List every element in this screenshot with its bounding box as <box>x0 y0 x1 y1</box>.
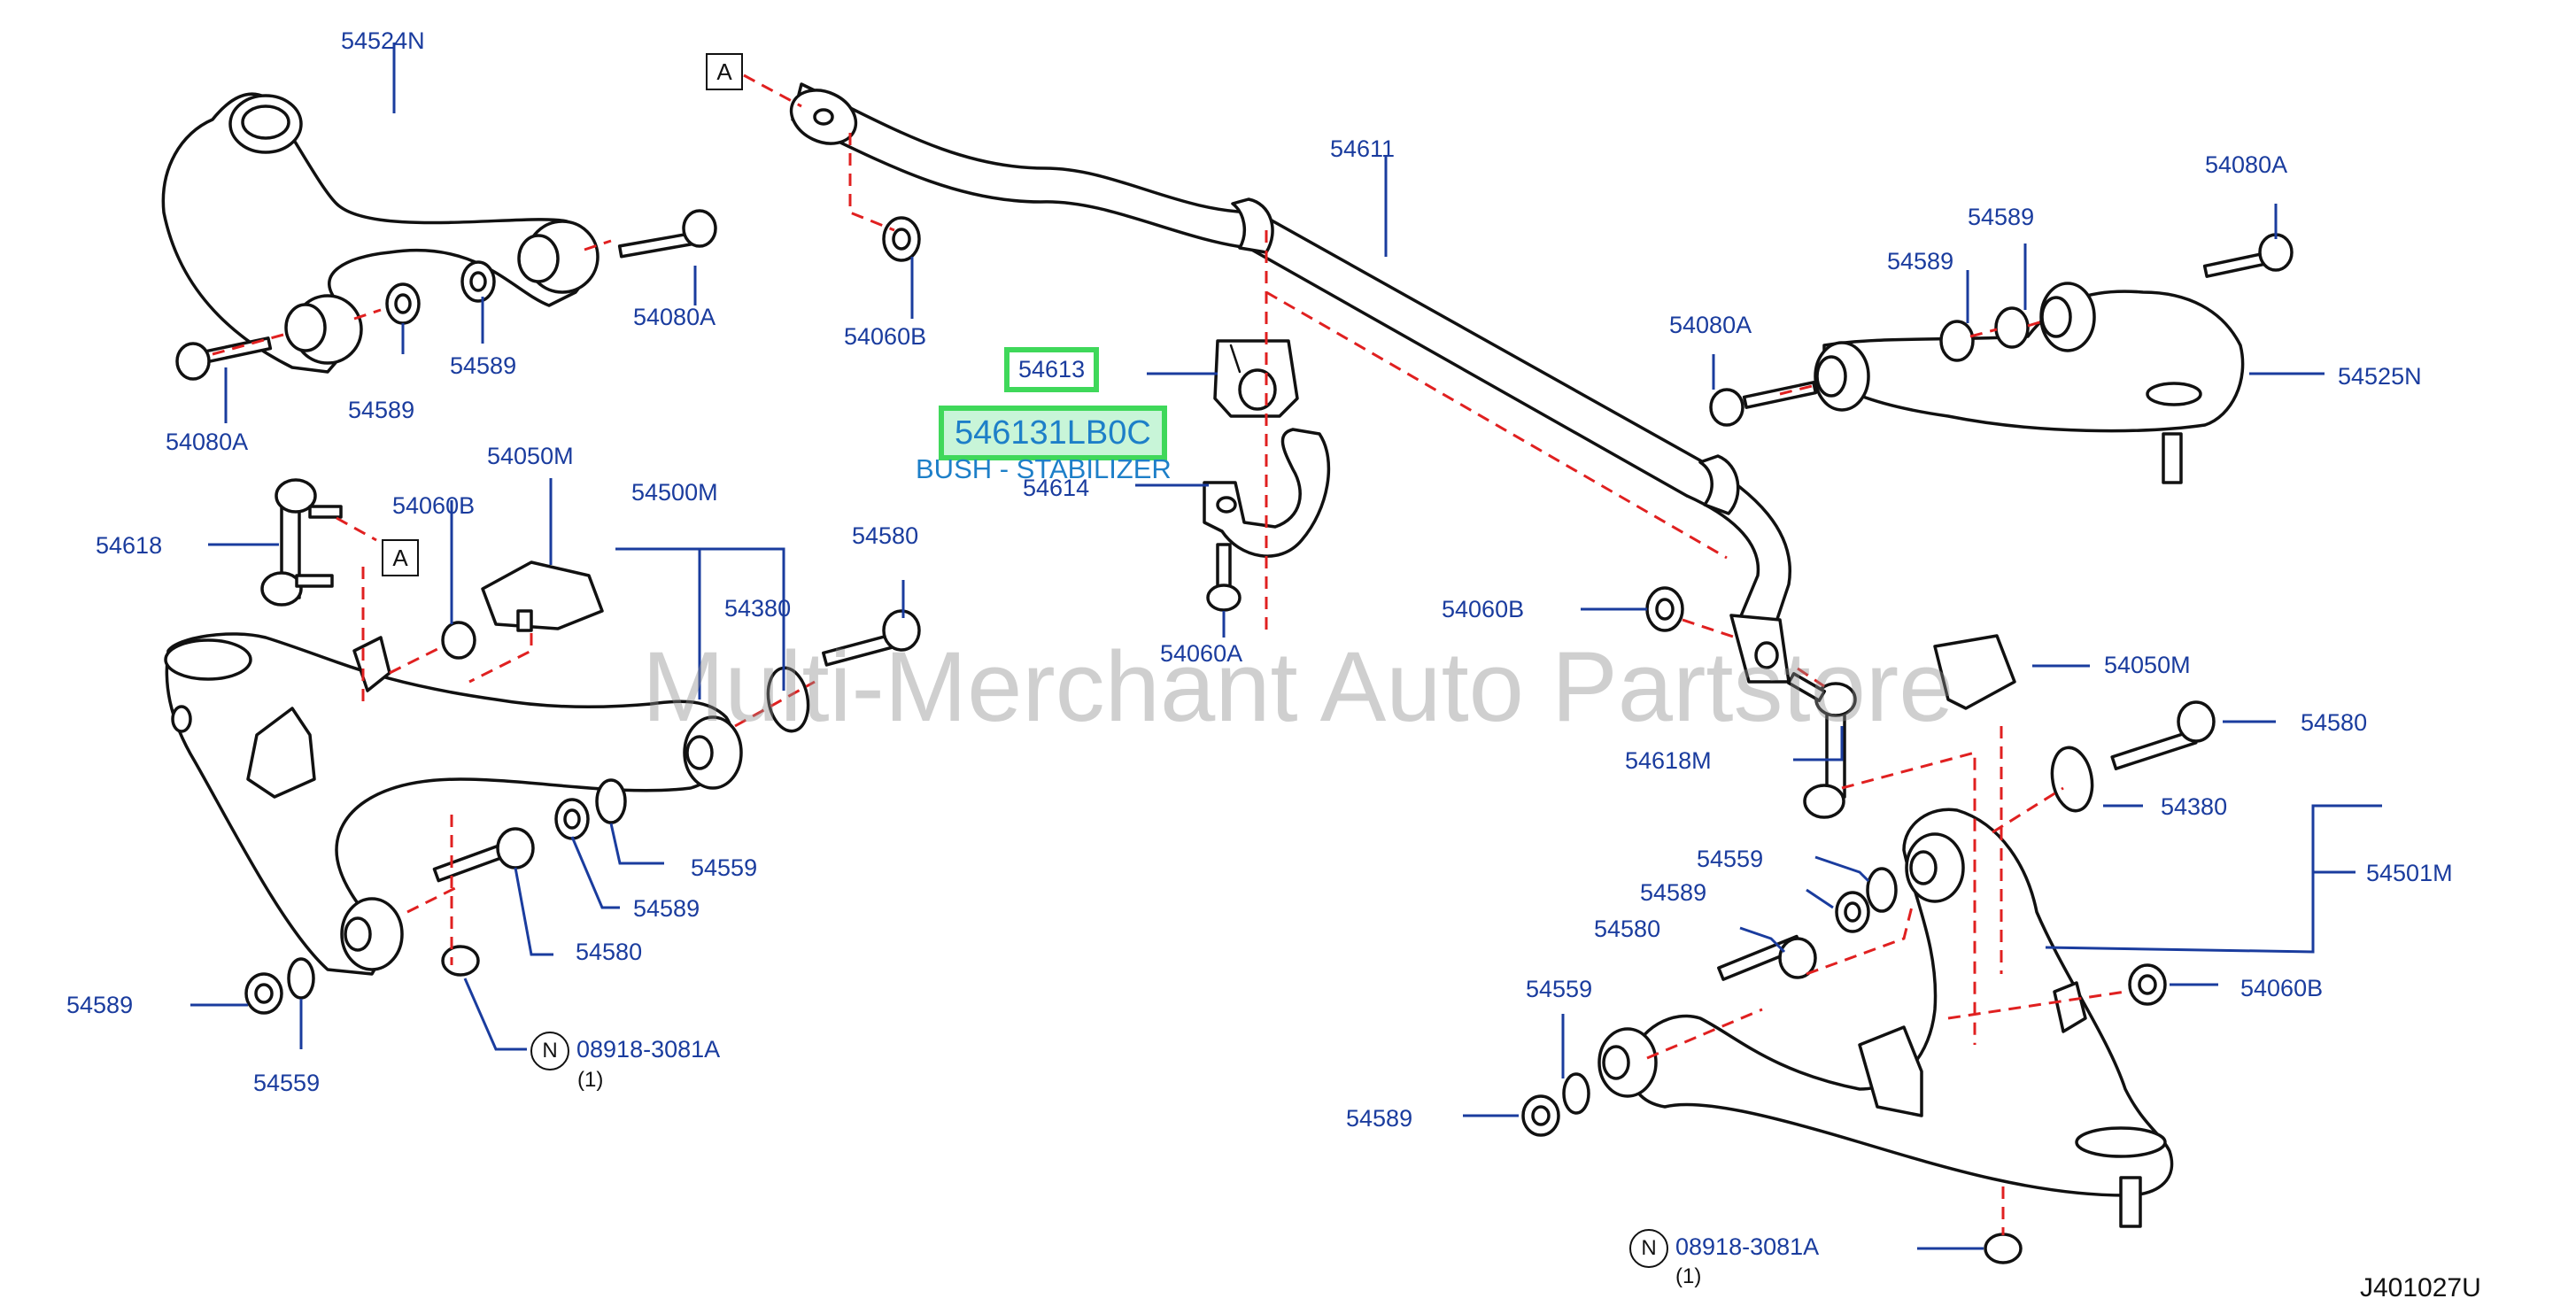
upper-left-hardware <box>175 209 717 381</box>
highlight-part-number[interactable]: 546131LB0C <box>939 406 1167 460</box>
label-54589-upper-right-b[interactable]: 54589 <box>1887 248 1954 274</box>
nut-54060B-mid <box>1645 586 1684 632</box>
stabilizer-end-bracket <box>1729 614 1791 684</box>
stabilizer-bar[interactable] <box>783 81 1791 639</box>
label-54500M[interactable]: 54500M <box>631 479 718 506</box>
label-08918-3081A-right[interactable]: 08918-3081A <box>1675 1233 1820 1260</box>
label-54060B-right[interactable]: 54060B <box>2240 975 2324 1001</box>
label-54614[interactable]: 54614 <box>1023 475 1090 501</box>
n-circle-icon-right: N <box>1629 1229 1668 1268</box>
label-54060B-left[interactable]: 54060B <box>392 492 476 519</box>
label-54524N[interactable]: 54524N <box>341 27 425 54</box>
label-54589-right-bottom[interactable]: 54589 <box>1346 1105 1413 1132</box>
highlight-label-54613[interactable]: 54613 <box>1004 347 1100 392</box>
n-circle-icon-left: N <box>530 1032 569 1071</box>
label-54580-right-mid[interactable]: 54580 <box>1594 916 1661 942</box>
diagram-code: J401027U <box>2360 1273 2481 1302</box>
label-54501M[interactable]: 54501M <box>2366 860 2453 886</box>
label-54580-left-bottom[interactable]: 54580 <box>576 939 643 965</box>
label-54080A-upper-right-top[interactable]: 54080A <box>2205 151 2288 178</box>
leader-lines <box>190 43 2382 1250</box>
label-54559-left-bottom[interactable]: 54559 <box>253 1070 321 1096</box>
label-54050M-left[interactable]: 54050M <box>487 443 574 469</box>
lower-link-left[interactable] <box>164 632 743 976</box>
label-54080A-upper-right-left[interactable]: 54080A <box>1669 312 1752 338</box>
label-54380-right[interactable]: 54380 <box>2161 793 2228 820</box>
quantity-left: (1) <box>577 1068 604 1092</box>
label-54060A[interactable]: 54060A <box>1160 640 1243 667</box>
upper-right-hardware <box>1709 233 2294 427</box>
label-54050M-right[interactable]: 54050M <box>2104 652 2191 678</box>
label-54559-right-bottom[interactable]: 54559 <box>1526 976 1593 1002</box>
label-54380-left[interactable]: 54380 <box>724 595 792 622</box>
bump-stopper-right[interactable] <box>1933 634 2016 710</box>
label-54589-upper-left-bottom[interactable]: 54589 <box>348 397 415 423</box>
nut-54060B-top <box>882 216 921 262</box>
stabilizer-link-right[interactable] <box>1786 672 1857 819</box>
lower-link-right[interactable] <box>1597 808 2174 1228</box>
stabilizer-link-left[interactable] <box>260 478 343 607</box>
label-54589-right-mid[interactable]: 54589 <box>1640 879 1707 906</box>
label-54525N[interactable]: 54525N <box>2338 363 2422 390</box>
upper-link-left[interactable] <box>161 92 600 374</box>
label-54589-upper-left-mid[interactable]: 54589 <box>450 352 517 379</box>
highlight-description: BUSH - STABILIZER <box>916 453 1172 484</box>
lower-right-hardware <box>1521 700 2216 1264</box>
upper-link-right[interactable] <box>1814 282 2245 484</box>
reference-mark-a-top: A <box>706 53 743 90</box>
label-54080A-upper-left-left[interactable]: 54080A <box>166 429 249 455</box>
label-54559-left-right[interactable]: 54559 <box>691 854 758 881</box>
clamp-bolt <box>1206 543 1242 612</box>
label-54618[interactable]: 54618 <box>96 532 163 559</box>
label-54611[interactable]: 54611 <box>1330 135 1396 162</box>
assembly-dashes <box>212 73 2126 1235</box>
stabilizer-clamp[interactable] <box>1203 428 1331 558</box>
stabilizer-bush[interactable] <box>1213 339 1299 418</box>
label-54589-left-right[interactable]: 54589 <box>633 895 700 922</box>
label-54559-right-top[interactable]: 54559 <box>1697 846 1764 872</box>
label-08918-3081A-left[interactable]: 08918-3081A <box>576 1036 721 1063</box>
quantity-right: (1) <box>1675 1264 1702 1288</box>
bump-stopper-left[interactable] <box>481 560 604 632</box>
label-54589-upper-right-a[interactable]: 54589 <box>1968 204 2035 230</box>
label-54589-left-bottom[interactable]: 54589 <box>66 992 134 1018</box>
lower-left-hardware <box>244 609 921 1015</box>
label-54080A-upper-left-right[interactable]: 54080A <box>633 304 716 330</box>
reference-mark-a-left: A <box>382 539 419 576</box>
label-54580-left-top[interactable]: 54580 <box>852 522 919 549</box>
label-54618M[interactable]: 54618M <box>1625 747 1712 774</box>
label-54060B-mid[interactable]: 54060B <box>1442 596 1525 622</box>
label-54580-right-top[interactable]: 54580 <box>2301 709 2368 736</box>
label-54060B-top[interactable]: 54060B <box>844 323 927 350</box>
